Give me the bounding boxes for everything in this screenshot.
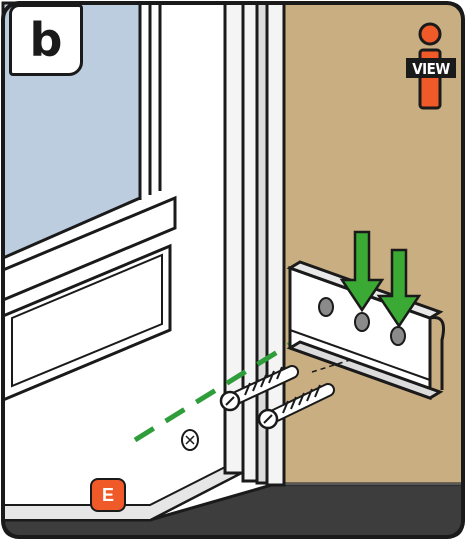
step-badge: b	[9, 4, 83, 76]
screw-hole	[355, 313, 369, 331]
screw-hole	[391, 327, 405, 345]
door	[3, 3, 243, 520]
view-label: VIEW	[412, 60, 450, 78]
screw-hole	[319, 298, 333, 316]
door-screw	[182, 430, 198, 450]
part-badge: E	[90, 478, 126, 512]
